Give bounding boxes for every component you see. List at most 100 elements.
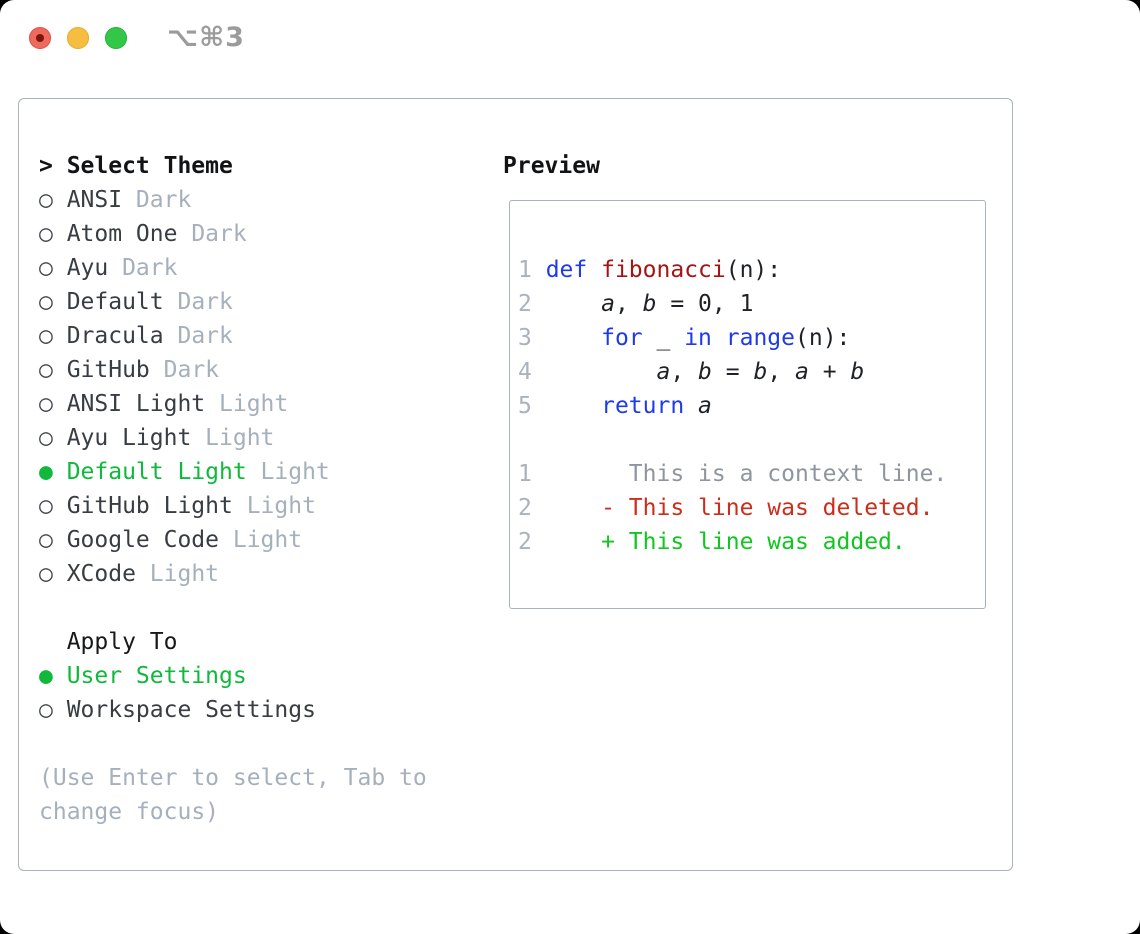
theme-name: ANSI Light xyxy=(66,391,206,417)
code-segment: + This line was added. xyxy=(545,529,906,555)
radio-unselected-icon: ○ xyxy=(39,289,53,315)
theme-option-default-light[interactable]: ● Default Light Light xyxy=(39,455,427,489)
theme-variant: Light xyxy=(260,459,330,485)
code-segment: a xyxy=(795,359,809,385)
code-segment: (n): xyxy=(725,257,782,283)
code-segment xyxy=(587,257,601,283)
code-segment: return xyxy=(601,393,685,419)
unsaved-changes-dot-icon xyxy=(36,34,44,42)
close-button[interactable] xyxy=(29,27,51,49)
code-segment: a xyxy=(698,393,712,419)
code-segment xyxy=(546,393,601,419)
radio-unselected-icon: ○ xyxy=(39,323,53,349)
code-segment xyxy=(684,393,698,419)
maximize-button[interactable] xyxy=(105,27,127,49)
preview-code-line: 3 for _ in range(n): xyxy=(518,321,947,355)
line-number: 2 xyxy=(518,529,546,555)
preview-code-line: 5 return a xyxy=(518,389,947,423)
select-theme-title: Select Theme xyxy=(66,153,233,179)
theme-variant: Light xyxy=(149,561,220,587)
window-title-shortcut: ⌥⌘3 xyxy=(167,22,245,53)
radio-unselected-icon: ○ xyxy=(39,357,53,383)
minimize-button[interactable] xyxy=(67,27,89,49)
theme-name: GitHub xyxy=(66,357,150,383)
theme-variant: Dark xyxy=(122,255,178,281)
code-segment: in xyxy=(684,325,712,351)
preview-code-line: 4 a, b = b, a + b xyxy=(518,355,947,389)
line-number: 4 xyxy=(518,359,546,385)
theme-name: Default Light xyxy=(66,459,247,485)
code-segment: - This line was deleted. xyxy=(545,495,934,521)
theme-option-ansi[interactable]: ○ ANSI Dark xyxy=(39,183,427,217)
radio-unselected-icon: ○ xyxy=(39,527,53,553)
theme-variant: Dark xyxy=(177,289,233,315)
theme-option-github-light[interactable]: ○ GitHub Light Light xyxy=(39,489,427,523)
code-segment: a xyxy=(656,359,671,385)
preview-code-line: 2 - This line was deleted. xyxy=(518,491,947,525)
spacer xyxy=(39,727,427,761)
radio-unselected-icon: ○ xyxy=(39,187,53,213)
apply-option-workspace-settings[interactable]: ○Workspace Settings xyxy=(39,693,427,727)
select-theme-header: >Select Theme xyxy=(39,149,427,183)
code-segment xyxy=(546,291,601,317)
code-segment xyxy=(712,325,726,351)
radio-unselected-icon: ○ xyxy=(39,493,53,519)
radio-selected-icon: ● xyxy=(39,459,53,485)
code-segment: range xyxy=(725,325,795,351)
code-segment: fibonacci xyxy=(601,257,726,283)
code-segment: , xyxy=(767,359,796,385)
code-segment: (n): xyxy=(795,325,851,351)
code-segment: = xyxy=(711,359,754,385)
code-segment: _ xyxy=(642,325,685,351)
theme-variant: Light xyxy=(219,391,289,417)
code-segment: a xyxy=(601,291,615,317)
theme-name: GitHub Light xyxy=(66,493,233,519)
spacer xyxy=(39,591,427,625)
preview-code-line: 1 def fibonacci(n): xyxy=(518,253,947,287)
code-segment xyxy=(546,325,601,351)
code-segment: b xyxy=(642,291,657,317)
code-segment: , xyxy=(614,291,643,317)
code-segment: def xyxy=(545,257,588,283)
theme-variant: Light xyxy=(205,425,275,451)
theme-name: Ayu xyxy=(66,255,109,281)
line-number: 1 xyxy=(518,461,546,487)
preview-code-line xyxy=(518,423,947,457)
preview-code-line: 2 a, b = 0, 1 xyxy=(518,287,947,321)
theme-name: Dracula xyxy=(66,323,164,349)
theme-variant: Light xyxy=(246,493,316,519)
apply-options-list: ● User Settings ○Workspace Settings xyxy=(39,659,427,727)
code-segment: + xyxy=(808,359,851,385)
code-segment: b xyxy=(850,359,865,385)
radio-unselected-icon: ○ xyxy=(39,561,53,587)
radio-unselected-icon: ○ xyxy=(39,255,53,281)
theme-variant: Dark xyxy=(191,221,247,247)
apply-option-user-settings[interactable]: ● User Settings xyxy=(39,659,427,693)
line-number: 1 xyxy=(518,257,546,283)
theme-variant: Dark xyxy=(135,187,192,213)
preview-code-line: 1 This is a context line. xyxy=(518,457,947,491)
theme-variant: Light xyxy=(232,527,303,553)
apply-option-label: User Settings xyxy=(66,663,247,689)
theme-name: Atom One xyxy=(66,221,178,247)
radio-selected-icon: ● xyxy=(39,663,53,689)
keyboard-hint-line-2: change focus) xyxy=(39,799,220,825)
code-segment: for xyxy=(601,325,643,351)
theme-name: ANSI xyxy=(66,187,123,213)
preview-code-line: 2 + This line was added. xyxy=(518,525,947,559)
code-segment xyxy=(546,359,657,385)
code-segment: b xyxy=(698,359,712,385)
preview-title: Preview xyxy=(503,153,600,179)
theme-option-ayu[interactable]: ○ Ayu Dark xyxy=(39,251,427,285)
